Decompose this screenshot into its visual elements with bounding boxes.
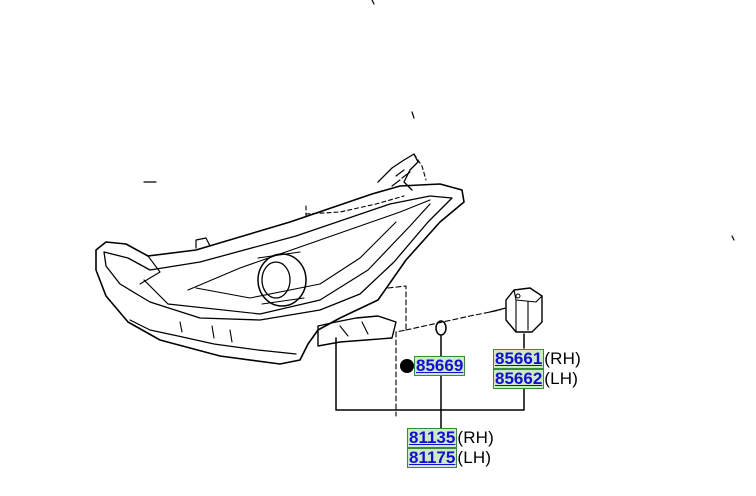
stray-mark: [371, 0, 375, 5]
callout-headlamp-rh[interactable]: 81135 (RH): [407, 428, 494, 448]
side-suffix: (RH): [457, 428, 495, 447]
part-number-link[interactable]: 85661: [493, 349, 545, 369]
side-suffix: (LH): [544, 369, 579, 388]
callout-actuator-rh[interactable]: 85661 (RH): [493, 349, 581, 369]
stray-mark: [731, 235, 735, 241]
part-number-link[interactable]: 85662: [493, 369, 545, 389]
projector-lens-inner: [261, 261, 291, 299]
o-ring: [435, 320, 447, 336]
callout-actuator-lh[interactable]: 85662 (LH): [493, 369, 578, 389]
stray-mark: [411, 111, 415, 119]
bulb-dot-icon: [400, 359, 414, 373]
projector-lens-outer: [257, 253, 307, 307]
part-number-link[interactable]: 85669: [414, 356, 466, 376]
leveling-actuator: [489, 287, 543, 333]
side-suffix: (LH): [457, 448, 492, 467]
part-number-link[interactable]: 81135: [407, 428, 458, 448]
side-suffix: (RH): [544, 349, 581, 368]
part-number-link[interactable]: 81175: [407, 448, 458, 468]
headlamp-assembly: [95, 153, 501, 417]
callout-bulb[interactable]: 85669: [414, 356, 466, 376]
callout-headlamp-lh[interactable]: 81175 (LH): [407, 448, 491, 468]
